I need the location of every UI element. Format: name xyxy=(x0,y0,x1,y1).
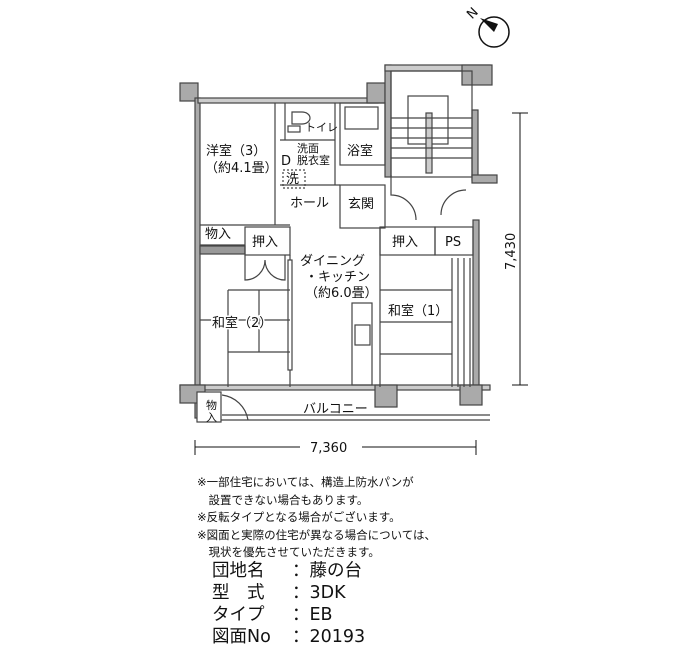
drawing-label: 図面No xyxy=(212,627,271,647)
balcony-storage-label-2: 入 xyxy=(206,411,217,424)
depth-dimension: 7,430 xyxy=(504,233,519,270)
property-info: 団地名 ：藤の台 型 式 ：3DK タイプ ：EB 図面No ：20193 xyxy=(212,560,365,648)
width-dimension: 7,360 xyxy=(310,441,347,456)
storage-left-label: 物入 xyxy=(205,227,231,242)
washer-label: 洗 xyxy=(286,172,299,187)
dk-label-1: ダイニング xyxy=(300,254,365,269)
type-label: タイプ xyxy=(212,605,265,625)
model-label: 型 式 xyxy=(212,583,265,603)
western-room-size: （約4.1畳） xyxy=(205,161,278,176)
model-value: ：3DK xyxy=(292,583,346,603)
balcony-label: バルコニー xyxy=(303,402,368,417)
note-line: ※一部住宅においては、構造上防水パンが xyxy=(197,475,414,489)
washroom-d-icon: D xyxy=(281,154,291,169)
closet-left-label: 押入 xyxy=(252,235,278,250)
walls xyxy=(179,64,498,423)
closet-right-label: 押入 xyxy=(392,235,418,250)
type-value: ：EB xyxy=(292,605,333,625)
washroom-label-1: 洗面 xyxy=(297,142,319,155)
bath-label: 浴室 xyxy=(347,143,373,159)
notes: ※一部住宅においては、構造上防水パンが 設置できない場合もあります。 ※反転タイ… xyxy=(197,474,436,562)
ps-label: PS xyxy=(445,235,461,250)
note-line: ※反転タイプとなる場合がございます。 xyxy=(197,510,401,524)
dk-size: （約6.0畳） xyxy=(305,286,378,301)
dimension-lines xyxy=(194,112,528,455)
compass-label: N xyxy=(464,5,481,22)
toilet-label: トイレ xyxy=(305,121,338,134)
washroom-label-2: 脱衣室 xyxy=(297,153,330,167)
japanese-room-2-label: 和室（2） xyxy=(212,315,272,331)
dk-label-2: ・キッチン xyxy=(305,270,370,285)
note-line: 現状を優先させていただきます。 xyxy=(197,545,380,559)
balcony-storage-label-1: 物 xyxy=(206,398,217,412)
north-compass-icon: N xyxy=(464,5,510,48)
note-line: ※図面と実際の住宅が異なる場合については、 xyxy=(197,527,437,542)
note-line: 設置できない場合もあります。 xyxy=(197,492,369,507)
japanese-room-1-label: 和室（1） xyxy=(388,303,448,319)
drawing-value: ：20193 xyxy=(292,627,366,647)
complex-value: ：藤の台 xyxy=(292,561,362,581)
complex-label: 団地名 xyxy=(212,561,265,581)
entrance-label: 玄関 xyxy=(348,197,374,212)
western-room-label: 洋室（3） xyxy=(206,143,266,159)
hall-label: ホール xyxy=(290,196,329,211)
